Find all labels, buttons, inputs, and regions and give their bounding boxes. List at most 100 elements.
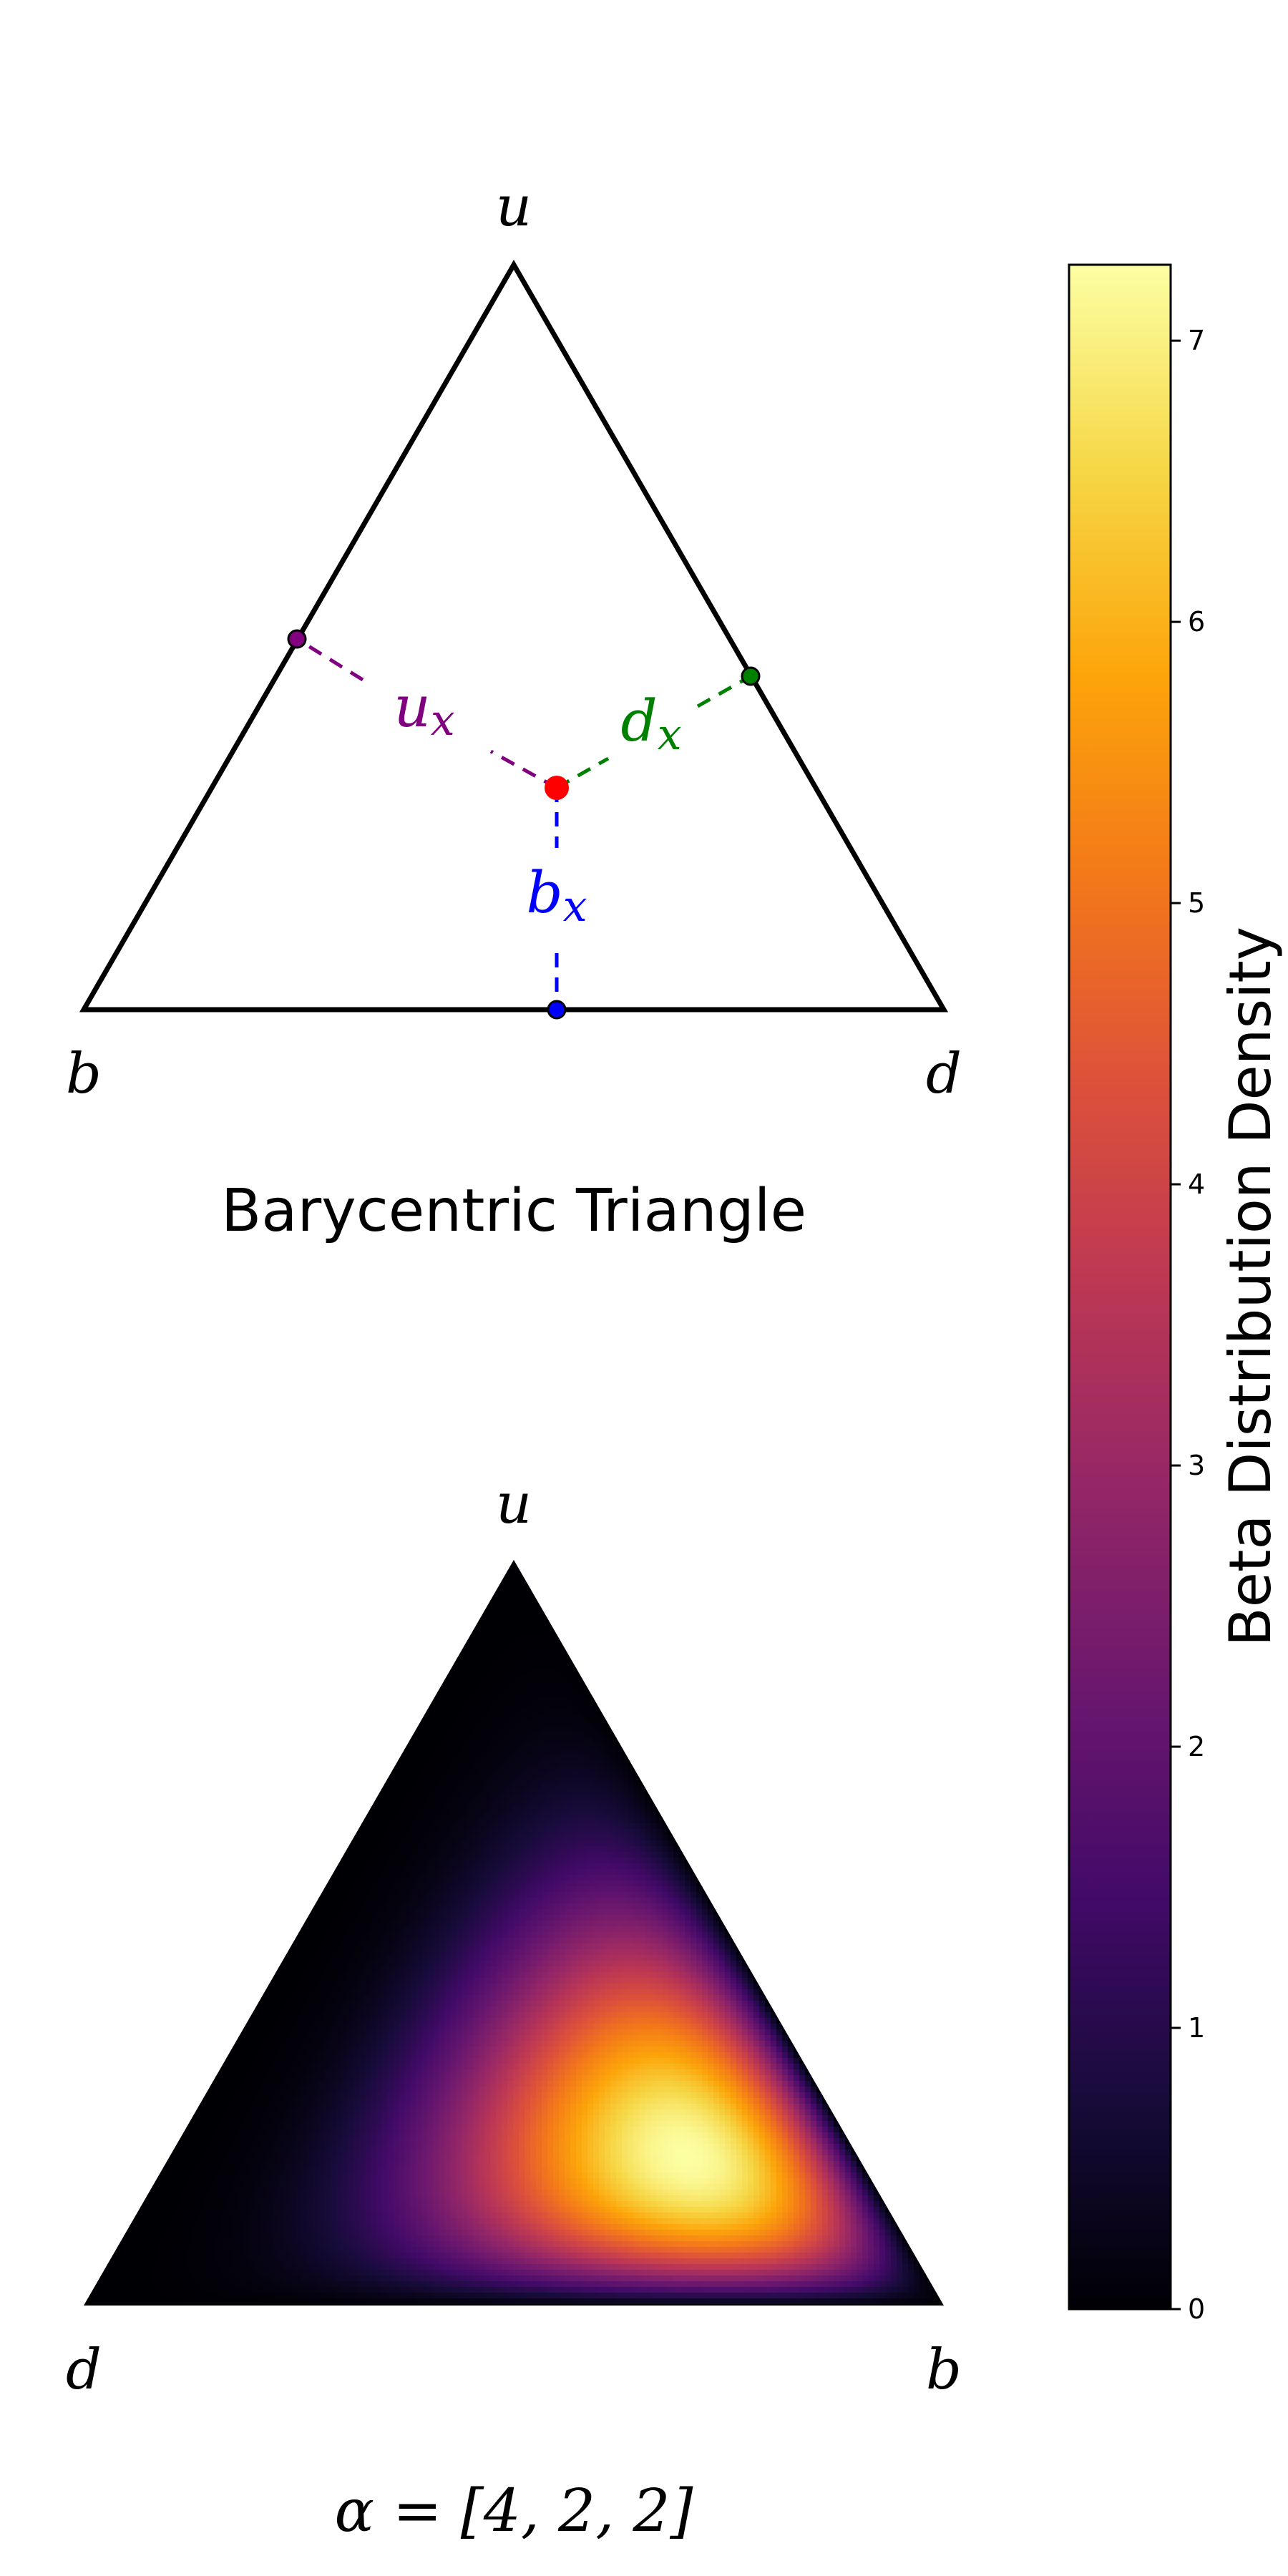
density-cell xyxy=(381,1829,388,1835)
density-cell xyxy=(616,1829,623,1835)
density-cell xyxy=(490,1949,497,1956)
density-cell xyxy=(530,1972,537,1979)
density-cell xyxy=(364,1984,371,1990)
density-cell xyxy=(702,1984,708,1990)
density-cell xyxy=(639,1812,645,1818)
density-cell xyxy=(318,2001,325,2007)
density-cell xyxy=(662,1984,668,1990)
density-cell xyxy=(628,1789,634,1795)
density-cell xyxy=(364,2041,371,2047)
density-cell xyxy=(628,1818,634,1824)
density-cell xyxy=(519,1571,525,1578)
density-cell xyxy=(599,1737,605,1744)
density-cell xyxy=(427,1823,434,1830)
density-cell xyxy=(313,2018,319,2024)
density-cell xyxy=(673,1949,680,1956)
density-cell xyxy=(713,1938,720,1944)
density-cell xyxy=(479,1989,485,1996)
density-cell xyxy=(725,2046,731,2053)
density-cell xyxy=(376,2001,382,2007)
density-cell xyxy=(444,1720,451,1727)
density-cell xyxy=(370,1875,376,1881)
density-cell xyxy=(313,1943,319,1950)
density-cell xyxy=(587,1943,594,1950)
density-cell xyxy=(484,1949,491,1956)
density-cell xyxy=(525,1984,531,1990)
density-cell xyxy=(565,1858,571,1864)
density-cell xyxy=(484,1611,491,1618)
density-cell xyxy=(605,1852,611,1858)
density-cell xyxy=(479,1657,485,1664)
density-cell xyxy=(444,1777,451,1784)
density-cell xyxy=(462,1686,468,1692)
density-cell xyxy=(656,1880,663,1887)
density-cell xyxy=(605,2001,611,2007)
density-cell xyxy=(553,1697,560,1704)
density-cell xyxy=(421,1858,428,1864)
density-cell xyxy=(496,2029,502,2036)
density-cell xyxy=(656,1858,663,1864)
density-cell xyxy=(490,1840,497,1847)
density-cell xyxy=(307,1892,313,1898)
density-cell xyxy=(393,2058,399,2064)
density-cell xyxy=(490,1749,497,1755)
density-cell xyxy=(668,1875,674,1881)
density-cell xyxy=(433,1749,439,1755)
density-cell xyxy=(582,1772,588,1778)
density-cell xyxy=(364,1800,371,1807)
density-cell xyxy=(479,1800,485,1807)
density-cell xyxy=(702,1961,708,1967)
density-cell xyxy=(639,2052,645,2059)
density-cell xyxy=(530,1571,537,1578)
density-cell xyxy=(519,1978,525,1984)
density-cell xyxy=(410,1703,416,1709)
density-cell xyxy=(610,1966,617,1973)
density-cell xyxy=(318,2058,325,2064)
density-cell xyxy=(685,1955,691,1961)
density-cell xyxy=(450,1818,457,1824)
density-cell xyxy=(393,1932,399,1938)
density-cell xyxy=(324,2001,331,2007)
density-cell xyxy=(439,1955,445,1961)
density-cell xyxy=(364,2058,371,2064)
density-cell xyxy=(484,1909,491,1916)
density-cell xyxy=(490,1692,497,1698)
density-cell xyxy=(416,1749,422,1755)
density-cell xyxy=(650,1800,657,1807)
density-cell xyxy=(559,1692,565,1698)
density-cell xyxy=(605,2052,611,2059)
density-cell xyxy=(450,1915,457,1921)
density-cell xyxy=(381,1949,388,1956)
density-cell xyxy=(347,1840,353,1847)
density-cell xyxy=(765,2024,771,2030)
density-cell xyxy=(519,1629,525,1635)
density-cell xyxy=(622,1875,628,1881)
density-cell xyxy=(633,1743,640,1750)
density-cell xyxy=(542,1909,548,1916)
density-cell xyxy=(439,2058,445,2064)
density-cell xyxy=(553,1709,560,1715)
density-cell xyxy=(753,2018,760,2024)
density-cell xyxy=(410,1886,416,1893)
density-cell xyxy=(421,1852,428,1858)
density-cell xyxy=(748,2006,754,2013)
density-cell xyxy=(462,1858,468,1864)
density-cell xyxy=(450,1829,457,1835)
density-cell xyxy=(347,2012,353,2019)
density-cell xyxy=(565,1972,571,1979)
density-cell xyxy=(633,1760,640,1767)
density-cell xyxy=(582,1697,588,1704)
density-cell xyxy=(513,1869,519,1875)
density-cell xyxy=(416,1909,422,1916)
density-cell xyxy=(742,1938,748,1944)
density-cell xyxy=(439,1943,445,1950)
density-cell xyxy=(484,1903,491,1910)
density-cell xyxy=(668,1869,674,1875)
density-cell xyxy=(439,1806,445,1813)
density-cell xyxy=(421,1840,428,1847)
density-cell xyxy=(582,1921,588,1927)
density-cell xyxy=(490,1869,497,1875)
density-cell xyxy=(691,1949,697,1956)
density-cell xyxy=(484,1594,491,1601)
density-cell xyxy=(296,1966,302,1973)
